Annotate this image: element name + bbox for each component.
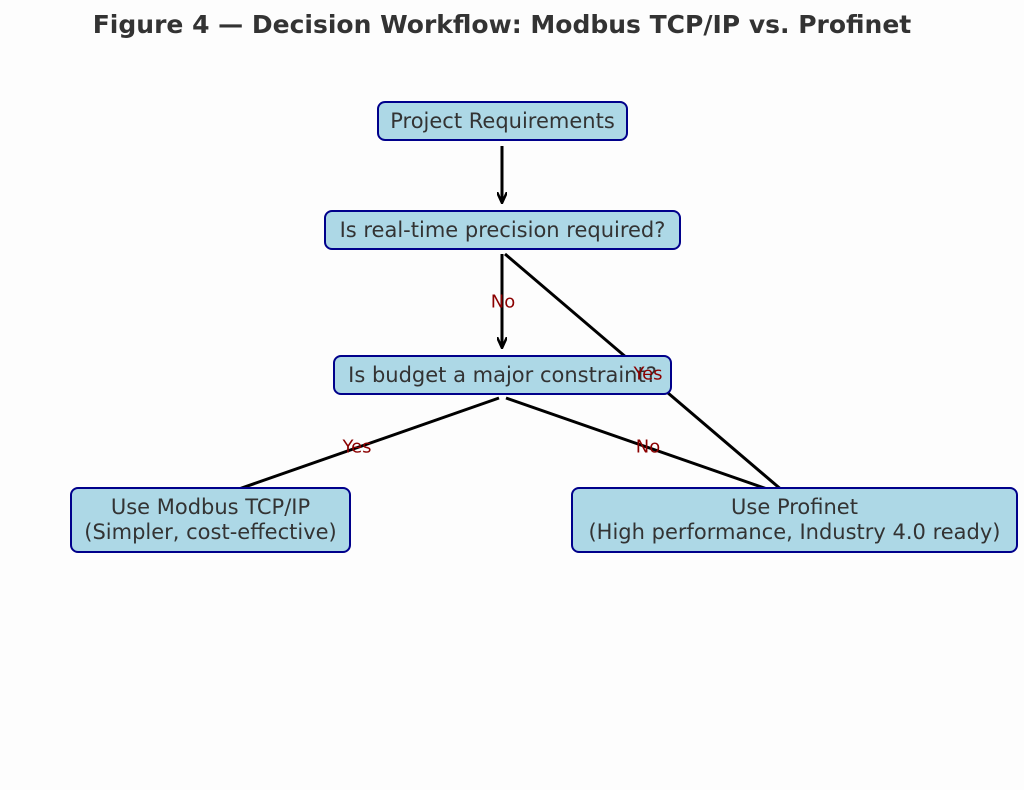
node-budget-question-text: Is budget a major constraint? (348, 362, 657, 387)
node-budget-question: Is budget a major constraint? (333, 355, 672, 395)
node-project-requirements-text: Project Requirements (390, 108, 615, 133)
edge-budget-to-profinet (505, 396, 790, 497)
node-use-profinet-line2: (High performance, Industry 4.0 ready) (588, 520, 1001, 544)
edge-label-budget-yes: Yes (342, 436, 372, 458)
edge-label-budget-no: No (635, 436, 661, 458)
node-use-profinet: Use Profinet (High performance, Industry… (571, 487, 1018, 553)
edge-budget-to-modbus (216, 396, 500, 497)
node-realtime-question: Is real-time precision required? (324, 210, 681, 250)
figure-title: Figure 4 — Decision Workflow: Modbus TCP… (92, 10, 912, 39)
node-project-requirements: Project Requirements (377, 101, 628, 141)
edge-label-realtime-no: No (490, 291, 516, 313)
node-use-modbus: Use Modbus TCP/IP (Simpler, cost-effecti… (70, 487, 351, 553)
node-realtime-question-text: Is real-time precision required? (339, 217, 666, 242)
node-use-modbus-line2: (Simpler, cost-effective) (84, 520, 337, 544)
node-use-modbus-line1: Use Modbus TCP/IP (110, 495, 311, 519)
edge-label-realtime-yes: Yes (633, 363, 663, 385)
node-use-profinet-line1: Use Profinet (731, 495, 858, 519)
